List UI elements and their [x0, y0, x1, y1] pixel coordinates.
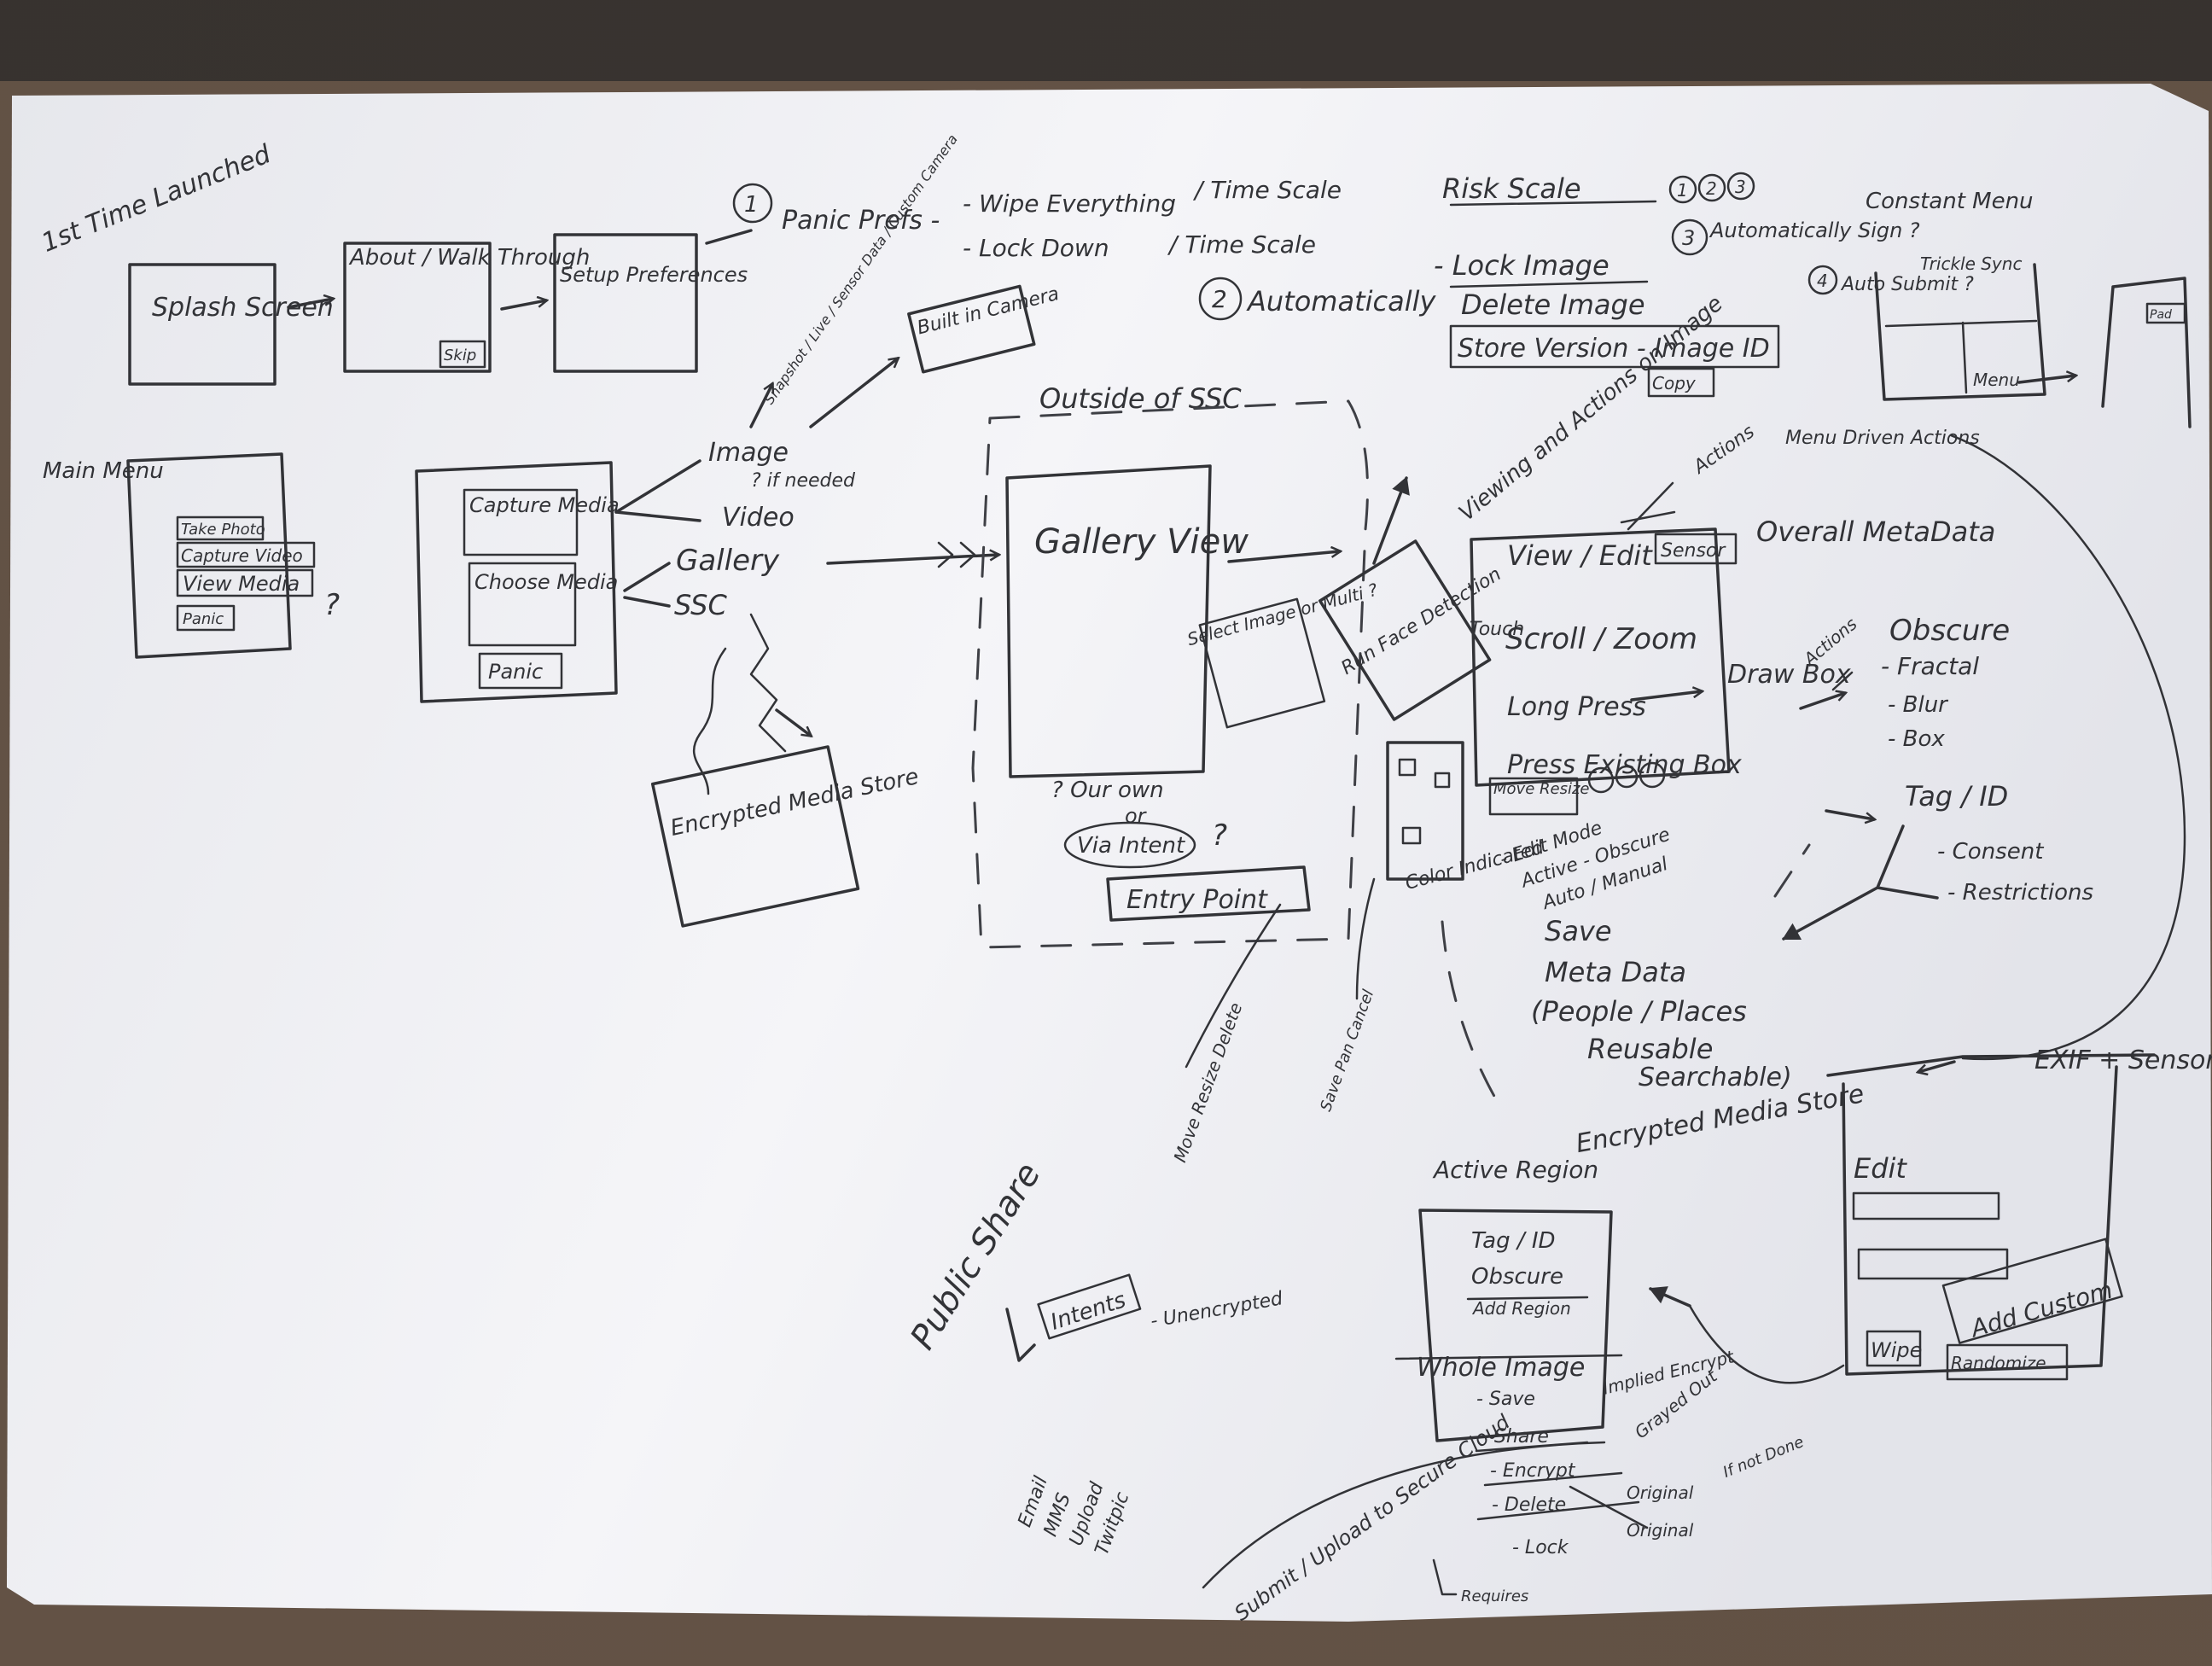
whiteboard-photo: 1st Time Launched Splash Screen About / …	[0, 0, 2212, 1666]
glare-overlay	[0, 0, 2212, 1666]
